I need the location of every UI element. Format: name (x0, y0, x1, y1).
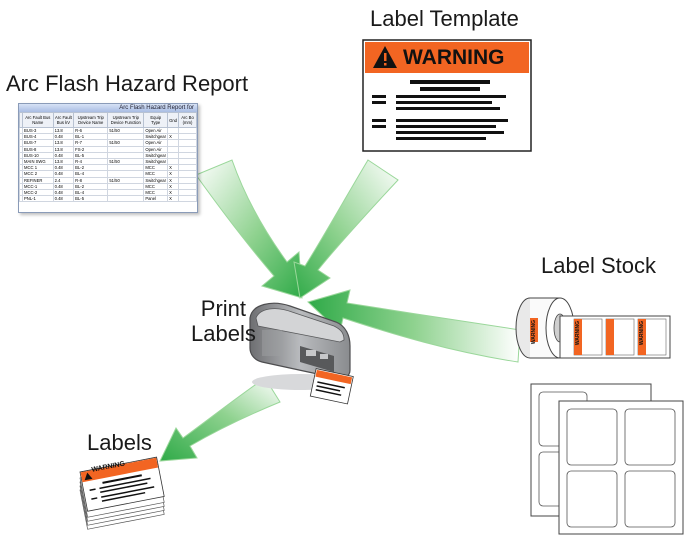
arrow-printer-to-labels (159, 377, 281, 462)
report-column-header: Gnd (167, 112, 180, 128)
report-column-header: Arc Bo (mm) (178, 112, 197, 128)
printed-label (309, 368, 354, 405)
stock-warning-text-2: WARNING (639, 321, 645, 346)
arrow-stock-to-printer (307, 289, 521, 363)
label-sheets (530, 383, 684, 535)
label-roll (515, 297, 671, 359)
report-cell: BL-5 (73, 195, 109, 203)
template-warning-text: WARNING (403, 46, 505, 69)
report-cell: PNL-1 (22, 195, 54, 203)
report-cell (178, 195, 197, 203)
report-cell: X (167, 195, 180, 203)
report-cell: Switchgear (143, 151, 169, 159)
label-template-title: Label Template (370, 6, 519, 31)
report-cell: Panel (143, 195, 169, 203)
report-window: Arc Flash Hazard Report for Arc Fault Bu… (18, 103, 198, 213)
report-title: Arc Flash Hazard Report (6, 71, 249, 96)
arrow-report-to-printer (195, 159, 303, 299)
report-window-title: Arc Flash Hazard Report for (19, 104, 197, 112)
print-labels-title: Print Labels (191, 296, 256, 346)
stock-warning-text-1: WARNING (575, 321, 581, 346)
label-stock-title: Label Stock (541, 253, 656, 278)
report-column-header: Equip Type (143, 112, 169, 128)
print-labels-line2: Labels (191, 321, 256, 346)
print-labels-line1: Print (200, 296, 247, 321)
report-cell: 0.48 (52, 195, 75, 203)
report-column-header: Upstream Trip Device Name (73, 112, 109, 128)
report-cell (107, 195, 145, 203)
report-column-header: Upstream Trip Device Function (107, 112, 145, 128)
labels-stack (79, 456, 165, 530)
report-cell: Switchgear (143, 133, 169, 141)
arrow-template-to-printer (293, 159, 399, 299)
report-cell: Switchgear (143, 157, 169, 166)
labels-title: Labels (87, 430, 152, 455)
report-cell: Switchgear (143, 176, 169, 184)
report-column-header: Arc Fault Bus Name (22, 112, 54, 128)
report-cell (19, 195, 23, 203)
roll-warning-text: WARNING (531, 320, 537, 345)
label-template-card (362, 39, 532, 152)
report-column-header: Arc Fault Bus kV (52, 112, 75, 128)
